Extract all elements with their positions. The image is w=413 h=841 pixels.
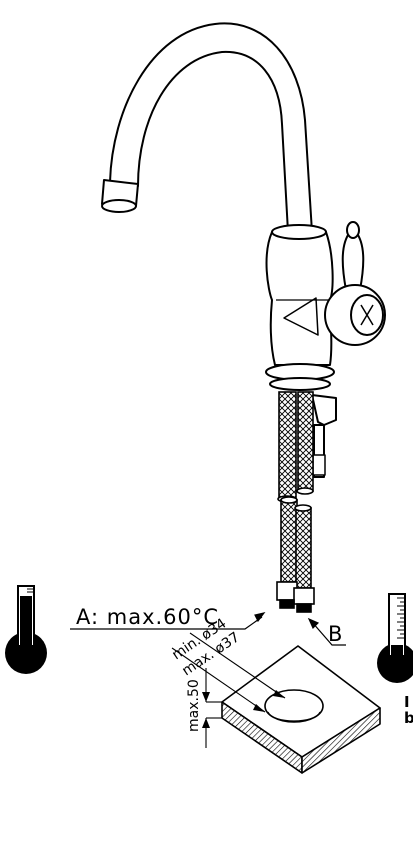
- countertop-block: [221, 645, 381, 774]
- hole-dimension: [171, 632, 286, 713]
- cut-off-text-line1: I: [404, 693, 410, 711]
- cut-off-text-line2: b: [404, 709, 413, 727]
- thickness-max-label: max.50: [186, 679, 202, 732]
- hot-thermometer: [5, 585, 47, 674]
- lever-handle: [341, 231, 365, 291]
- mounting-bracket: [311, 394, 337, 426]
- hose-a-upper: [278, 391, 297, 500]
- hose-a-lower: [280, 499, 298, 583]
- spout: [109, 22, 313, 233]
- cold-supply-label: B: [328, 622, 342, 646]
- cold-thermometer: [377, 593, 413, 683]
- thickness-dimension: [202, 668, 222, 748]
- callout-lines: [70, 612, 346, 646]
- mounting-hole: [264, 689, 324, 723]
- hose-b-lower: [295, 507, 312, 589]
- hose-b-upper: [297, 391, 314, 492]
- faucet: [101, 22, 386, 478]
- faucet-body: [265, 231, 334, 366]
- supply-hoses: [276, 391, 315, 613]
- threaded-rod: [313, 424, 325, 478]
- hot-supply-label: A: max.60°C: [76, 605, 219, 629]
